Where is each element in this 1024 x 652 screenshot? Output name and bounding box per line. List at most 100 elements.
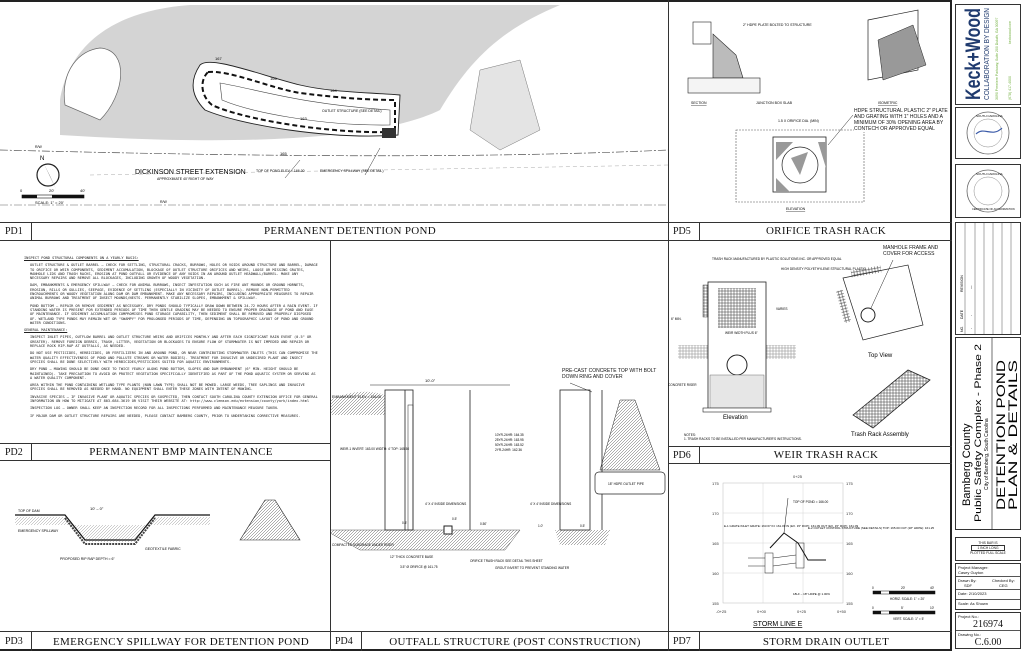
panel-title-bar: PD2 PERMANENT BMP MAINTENANCE xyxy=(0,443,330,460)
keck-wood-logo: Keck+Wood COLLABORATION BY DESIGN 3090 P… xyxy=(962,8,1012,100)
panel-title-bar: PD7 STORM DRAIN OUTLET xyxy=(668,631,952,651)
svg-text:EMBANKMENT ELEV = 166.00: EMBANKMENT ELEV = 166.00 xyxy=(332,395,381,399)
svg-text:CERTIFICATE OF AUTHORIZATION: CERTIFICATE OF AUTHORIZATION xyxy=(972,207,1015,211)
svg-text:NOTES:: NOTES: xyxy=(684,433,696,437)
svg-text:160: 160 xyxy=(846,571,853,576)
svg-text:(678) 417-4000: (678) 417-4000 xyxy=(1008,76,1012,100)
svg-text:175: 175 xyxy=(846,481,853,486)
svg-text:COMPACTED SUBGRADE UNDER RISER: COMPACTED SUBGRADE UNDER RISER xyxy=(332,543,394,547)
panel-id: PD4 xyxy=(330,632,362,651)
panel-id: PD3 xyxy=(0,632,32,651)
panel-title: OUTFALL STRUCTURE (POST CONSTRUCTION) xyxy=(389,636,641,648)
svg-text:4' X 4' INSIDE DIMENSIONS: 4' X 4' INSIDE DIMENSIONS xyxy=(530,502,571,506)
svg-text:ISOMETRIC: ISOMETRIC xyxy=(878,101,898,105)
panel-id: PD5 xyxy=(668,223,700,240)
svg-text:PROPOSED RIP RAP DEPTH = 6": PROPOSED RIP RAP DEPTH = 6" xyxy=(60,557,115,561)
authorization-seal-box: SOUTH CAROLINA CERTIFICATE OF AUTHORIZAT… xyxy=(955,164,1021,218)
svg-text:163: 163 xyxy=(300,116,307,121)
svg-text:City of Bamberg, South Carolin: City of Bamberg, South Carolina xyxy=(984,418,990,490)
svg-text:165: 165 xyxy=(846,541,853,546)
precast-top-note: PRE-CAST CONCRETE TOP WITH BOLT DOWN RIN… xyxy=(562,368,662,380)
panel-title: EMERGENCY SPILLWAY FOR DETENTION POND xyxy=(53,636,309,648)
svg-text:NO.: NO. xyxy=(960,326,964,332)
svg-text:R/W: R/W xyxy=(160,200,168,204)
svg-text:0.5': 0.5' xyxy=(580,524,585,528)
vert-scale-bar: 0 5' 10' VERT. SCALE: 1" = 5' xyxy=(872,606,936,621)
authorization-seal: SOUTH CAROLINA CERTIFICATE OF AUTHORIZAT… xyxy=(966,169,1015,213)
project-title-box: Bamberg County Public Safety Complex - P… xyxy=(955,337,1021,530)
gray-landform xyxy=(60,5,560,141)
profile-title: STORM LINE E xyxy=(753,621,803,628)
svg-text:SOUTH CAROLINA: SOUTH CAROLINA xyxy=(976,114,1003,118)
svg-text:ELEVATION: ELEVATION xyxy=(786,207,806,211)
svg-text:167: 167 xyxy=(215,56,222,61)
panel-title: PERMANENT BMP MAINTENANCE xyxy=(89,446,273,458)
svg-text:ORIFICE TRASH RACK SEE DETAIL: ORIFICE TRASH RACK SEE DETAIL THIS SHEET xyxy=(470,559,543,563)
svg-text:0.5': 0.5' xyxy=(452,517,457,521)
maintenance-notes: INSPECT POND STRUCTURAL COMPONENTS ON A … xyxy=(24,256,318,418)
svg-text:-: - xyxy=(969,314,973,316)
svg-text:2YR-24HR: 162.36: 2YR-24HR: 162.36 xyxy=(495,448,522,452)
svg-text:20': 20' xyxy=(901,586,906,590)
engineer-seal: SOUTH CAROLINA xyxy=(966,111,1010,155)
svg-text:HORIZ. SCALE: 1" = 20': HORIZ. SCALE: 1" = 20' xyxy=(890,597,925,601)
svg-text:SOUTH CAROLINA: SOUTH CAROLINA xyxy=(976,172,1003,176)
svg-text:40': 40' xyxy=(930,586,935,590)
panel-id: PD2 xyxy=(0,444,32,460)
svg-text:5': 5' xyxy=(901,606,904,610)
svg-text:170: 170 xyxy=(712,511,719,516)
east-landform xyxy=(469,59,541,151)
svg-text:DATE: DATE xyxy=(960,309,964,319)
graphic-scale-bar: 0 20' 40' SCALE: 1" = 20' xyxy=(20,188,85,205)
outfall-structure-drawing: 10'-0" EMBANKMENT ELEV = 166.00 WEIR-1 I… xyxy=(330,378,666,570)
svg-text:0: 0 xyxy=(20,188,23,193)
svg-text:170: 170 xyxy=(846,511,853,516)
panel-title-bar: PD5 ORIFICE TRASH RACK xyxy=(668,222,952,240)
svg-text:VARIES: VARIES xyxy=(776,307,787,311)
svg-text:40': 40' xyxy=(80,188,85,193)
spillway-label: EMERGENCY SPILLWAY (SEE DETAIL) xyxy=(320,169,384,173)
svg-text:12" THICK CONCRETE BASE: 12" THICK CONCRETE BASE xyxy=(390,555,433,559)
svg-text:TOP OF DAM: TOP OF DAM xyxy=(18,509,40,513)
drawing-number: C.6.00 xyxy=(974,637,1002,648)
revision-table: NO. DATE REVISION - - — xyxy=(955,222,1021,335)
panel-id: PD1 xyxy=(0,223,32,240)
svg-text:3.5" Ø ORIFICE @ 161.75: 3.5" Ø ORIFICE @ 161.75 xyxy=(400,565,438,569)
pond-island xyxy=(63,47,121,121)
street-subtitle: APPROXIMATE 40' RIGHT OF WAY xyxy=(157,177,214,181)
street-name: DICKINSON STREET EXTENSION xyxy=(135,169,246,176)
project-number-box: Project No.: 216974 Drawing No.: C.6.00 xyxy=(955,612,1021,649)
svg-text:4' X 4' INSIDE DIMENSIONS: 4' X 4' INSIDE DIMENSIONS xyxy=(425,502,466,506)
svg-text:VERT. SCALE: 1" = 5': VERT. SCALE: 1" = 5' xyxy=(893,617,924,621)
firm-logo-box: Keck+Wood COLLABORATION BY DESIGN 3090 P… xyxy=(955,4,1021,105)
pond-contour-inner xyxy=(219,82,391,126)
svg-text:1.0': 1.0' xyxy=(538,524,543,528)
svg-text:SCALE: 1" = 20': SCALE: 1" = 20' xyxy=(35,200,64,205)
svg-text:SECTION: SECTION xyxy=(691,101,707,105)
project-info-box: Project Manager: Casey Guyton Drawn By: … xyxy=(955,563,1021,610)
svg-text:0+00: 0+00 xyxy=(757,609,767,614)
panel-pd3: TOP OF DAM EMERGENCY SPILLWAY 10' – 0" P… xyxy=(0,460,331,651)
svg-text:JUNCTION BOX SLAB: JUNCTION BOX SLAB xyxy=(756,101,793,105)
svg-text:175: 175 xyxy=(712,481,719,486)
svg-text:0.5': 0.5' xyxy=(402,521,407,525)
panel-title-bar: PD6 WEIR TRASH RACK xyxy=(668,446,952,463)
panel-title-bar: PD1 PERMANENT DETENTION POND xyxy=(0,222,668,240)
pond-top-dashed xyxy=(201,70,396,134)
svg-text:166: 166 xyxy=(270,76,277,81)
manhole-note: MANHOLE FRAME AND COVER FOR ACCESS xyxy=(883,245,949,257)
svg-text:TRASH RACK MANUFACTURED BY PLA: TRASH RACK MANUFACTURED BY PLASTIC SOLUT… xyxy=(712,257,842,261)
svg-text:DETENTION POND: DETENTION POND xyxy=(994,360,1008,510)
svg-text:10'-0": 10'-0" xyxy=(425,378,436,383)
svg-text:WEIR WIDTH PLUS 6": WEIR WIDTH PLUS 6" xyxy=(725,331,758,335)
svg-text:10' – 0": 10' – 0" xyxy=(90,506,104,511)
svg-text:Keck+Wood: Keck+Wood xyxy=(962,8,985,100)
svg-text:Top View: Top View xyxy=(868,353,893,359)
svg-text:Trash Rack Assembly: Trash Rack Assembly xyxy=(851,432,909,438)
svg-text:0: 0 xyxy=(872,606,874,610)
svg-text:25YR-24HR: 163.95: 25YR-24HR: 163.95 xyxy=(495,438,524,442)
pond-plan-drawing: N 0 20' 40' SCALE: 1" = 20' DICKINSON ST… xyxy=(0,5,668,206)
outlet-structure xyxy=(382,128,396,138)
svg-text:50YR-24HR: 163.52: 50YR-24HR: 163.52 xyxy=(495,443,524,447)
